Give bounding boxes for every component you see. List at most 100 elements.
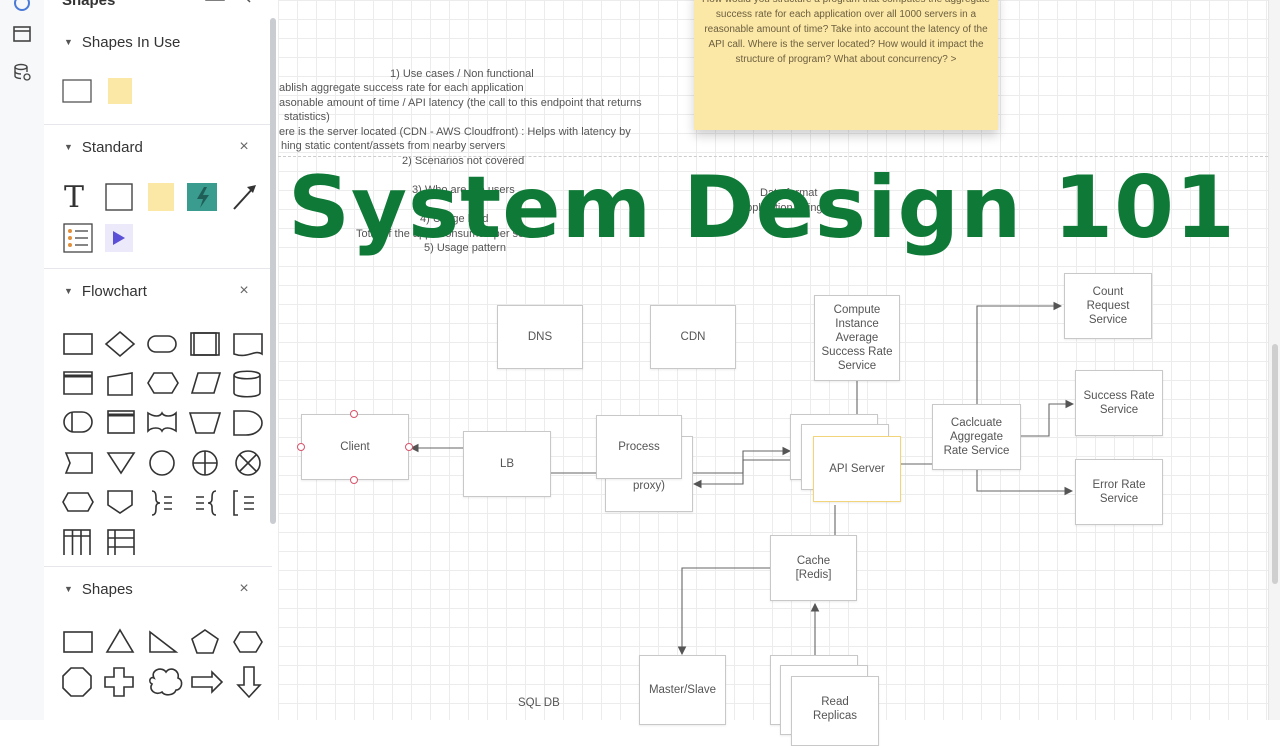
- video-title-overlay: System Design 101: [288, 158, 1236, 258]
- octagon-shape-icon: [62, 667, 92, 697]
- cache-box[interactable]: Cache [Redis]: [770, 535, 857, 601]
- loop-limit-icon: [62, 492, 94, 512]
- client-box[interactable]: Client: [301, 414, 409, 480]
- shapes-icon[interactable]: [10, 0, 34, 18]
- connector-shape-icon: [149, 450, 175, 476]
- note-line: asonable amount of time / API latency (t…: [279, 97, 642, 109]
- note-line: Data format: [760, 187, 818, 199]
- lb-box[interactable]: LB: [463, 431, 551, 497]
- manual-operation-icon: [188, 412, 222, 434]
- sticky-note-shape-icon: [108, 78, 132, 104]
- section-header[interactable]: ▼Shapes In Use: [64, 33, 181, 51]
- decision-shape-icon: [104, 330, 136, 358]
- api-server-box[interactable]: API Server: [813, 436, 901, 502]
- sticky-note[interactable]: How would you structure a program that c…: [694, 0, 998, 130]
- note-line: Total of the apps consumed per second: [356, 228, 549, 240]
- section-header[interactable]: ▼Standard: [64, 138, 143, 156]
- error-service-box[interactable]: Error Rate Service: [1075, 459, 1163, 525]
- note-line: 4) Usage load: [420, 213, 489, 225]
- hexagon-shape-icon: [233, 631, 263, 653]
- process-box[interactable]: Process: [596, 415, 682, 479]
- compute-service-box[interactable]: Compute Instance Average Success Rate Se…: [814, 295, 900, 381]
- section-standard: ▼Standard × T: [44, 124, 272, 269]
- sticky-note-shape-icon: [148, 183, 174, 211]
- connection-port[interactable]: [350, 410, 358, 418]
- document-shape-icon: [233, 333, 263, 357]
- sticky-note-text: How would you structure a program that c…: [702, 0, 990, 65]
- punched-tape-icon: [147, 411, 177, 433]
- shapes-palette[interactable]: [60, 627, 270, 720]
- cloud-shape-icon: [149, 668, 183, 696]
- close-icon[interactable]: ×: [239, 138, 249, 155]
- cross-shape-icon: [104, 667, 134, 697]
- flowchart-palette[interactable]: [60, 325, 270, 555]
- data-shape-icon: [190, 372, 222, 394]
- section-shapes-in-use: ▼Shapes In Use: [44, 20, 272, 124]
- arrow-down-shape-icon: [236, 666, 262, 699]
- cdn-box[interactable]: CDN: [650, 305, 736, 369]
- sql-db-label: SQL DB: [518, 697, 560, 709]
- canvas-scrollbar[interactable]: [1268, 0, 1280, 720]
- note-line: hing static content/assets from nearby s…: [281, 140, 506, 152]
- note-line: statistics): [284, 111, 330, 123]
- note-line: ablish aggregate success rate for each a…: [279, 82, 524, 94]
- panel-scrollbar[interactable]: [270, 18, 276, 524]
- right-triangle-shape-icon: [149, 630, 179, 653]
- shapes-in-use-palette[interactable]: [60, 76, 140, 108]
- database-shape-icon: [233, 370, 261, 398]
- display-frame-icon: [107, 410, 135, 434]
- note-line: application string: [740, 202, 823, 214]
- connection-port[interactable]: [350, 476, 358, 484]
- section-header[interactable]: ▼Shapes: [64, 580, 133, 598]
- panel-title: Shapes: [62, 0, 116, 9]
- text-tool-icon: T: [64, 180, 84, 215]
- internal-storage-icon: [63, 371, 93, 395]
- close-icon[interactable]: ×: [239, 580, 249, 597]
- preparation-icon: [147, 372, 179, 394]
- summing-junction-icon: [235, 450, 261, 476]
- success-service-box[interactable]: Success Rate Service: [1075, 370, 1163, 436]
- note-line: 2) Scenarios not covered: [402, 155, 525, 167]
- standard-palette[interactable]: T: [60, 177, 270, 257]
- dns-box[interactable]: DNS: [497, 305, 583, 369]
- page-icon[interactable]: [10, 22, 34, 46]
- data-icon[interactable]: [10, 60, 34, 84]
- section-header[interactable]: ▼Flowchart: [64, 282, 147, 300]
- left-rail: [0, 0, 45, 720]
- calculate-service-box[interactable]: Caclcuate Aggregate Rate Service: [932, 404, 1021, 470]
- connection-port[interactable]: [405, 443, 413, 451]
- triangle-shape-icon: [105, 628, 135, 653]
- shapes-panel: Shapes ▼Shapes In Use ▼Standard × T: [44, 0, 279, 720]
- panel-tools-icon[interactable]: [204, 0, 254, 6]
- rectangle-shape-icon: [63, 631, 93, 653]
- stored-data-icon: [63, 411, 93, 433]
- close-icon[interactable]: ×: [239, 282, 249, 299]
- note-line: ere is the server located (CDN - AWS Clo…: [279, 126, 631, 138]
- note-line: 1) Use cases / Non functional: [390, 68, 534, 80]
- brace-annotation-left-icon: [196, 490, 217, 516]
- predefined-process-icon: [190, 332, 220, 356]
- brace-annotation-icon: [151, 490, 172, 516]
- terminator-shape-icon: [147, 335, 177, 353]
- connection-port[interactable]: [297, 443, 305, 451]
- canvas-scrollbar-thumb[interactable]: [1272, 344, 1278, 584]
- master-slave-box[interactable]: Master/Slave: [639, 655, 726, 725]
- section-shapes: ▼Shapes ×: [44, 566, 272, 720]
- delay-shape-icon: [233, 410, 263, 436]
- divider-line: [278, 156, 1268, 157]
- section-flowchart: ▼Flowchart ×: [44, 268, 272, 567]
- read-replicas-box[interactable]: Read Replicas: [791, 676, 879, 746]
- manual-input-icon: [107, 372, 133, 396]
- note-line: 5) Usage pattern: [424, 242, 506, 254]
- arrow-right-shape-icon: [191, 670, 224, 694]
- offpage-reference-icon: [107, 490, 133, 514]
- offpage-shape-icon: [64, 452, 93, 474]
- merge-shape-icon: [106, 452, 136, 475]
- process-shape-icon: [63, 333, 93, 355]
- bracket-annotation-icon: [233, 490, 254, 516]
- rectangle-shape-icon: [62, 79, 92, 103]
- swimlane-horizontal-icon: [107, 529, 135, 555]
- note-line: 3) Who are the users: [412, 184, 515, 196]
- count-service-box[interactable]: Count Request Service: [1064, 273, 1152, 339]
- swimlane-vertical-icon: [63, 529, 91, 555]
